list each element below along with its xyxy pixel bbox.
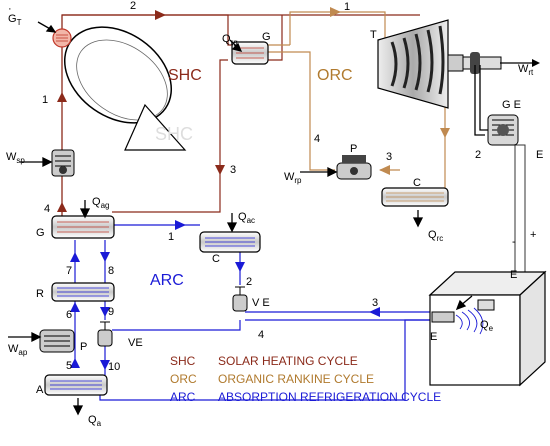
minus-label: - (512, 236, 516, 248)
wrt-arrow (500, 59, 540, 67)
orc-stream-2: 2 (475, 149, 481, 161)
qac-label: Qac (238, 211, 255, 225)
turbine (377, 19, 502, 109)
arc-condenser (199, 231, 261, 253)
e-right-label: E (536, 149, 543, 161)
orc-condenser (381, 187, 449, 207)
arc-stream-6: 6 (66, 309, 72, 321)
arc-stream-7: 7 (66, 265, 72, 277)
c-arc-label: C (212, 253, 220, 265)
arc-stream-10: 10 (108, 361, 120, 373)
arc-stream-8: 8 (108, 265, 114, 277)
qa-label: Qa (88, 414, 102, 428)
shc-stream-4: 4 (44, 203, 50, 215)
arc-generator (51, 215, 115, 239)
arc-stream-2: 2 (246, 276, 252, 288)
work-arrows (8, 156, 338, 343)
heat-arrows (72, 39, 473, 416)
arc-stream-9: 9 (108, 306, 114, 318)
arc-valve-left (97, 321, 113, 347)
gt-dot: · (8, 3, 12, 15)
legend-arc-abbr: ARC (170, 390, 196, 404)
arc-label: ARC (150, 272, 184, 289)
c-orc-label: C (413, 177, 421, 189)
g-top-label: G (262, 31, 271, 43)
p-arc-label: P (80, 341, 87, 353)
gt-label: GT (8, 13, 22, 27)
legend-shc-abbr: SHC (170, 354, 196, 368)
arc-flow-arrows (70, 220, 380, 370)
a-label: A (36, 384, 44, 396)
shc-label: SHC (168, 67, 202, 84)
sun-icon (52, 28, 72, 48)
legend-shc-name: SOLAR HEATING CYCLE (218, 354, 358, 368)
qe-label: Qe (480, 319, 494, 333)
shc-stream-2: 2 (130, 0, 136, 12)
e-box-label: E (430, 331, 437, 343)
generator (474, 65, 519, 146)
shc-pump (51, 149, 75, 177)
arc-stream-4: 4 (258, 329, 264, 341)
orc-stream-3: 3 (386, 151, 392, 163)
legend-arc-name: ABSORPTION REFRIGERATION CYCLE (218, 390, 441, 404)
wrt-label: Wrt (518, 63, 534, 77)
arc-stream-3: 3 (372, 297, 378, 309)
arc-valve-mid (232, 286, 248, 312)
legend-orc-name: ORGANIC RANKINE CYCLE (218, 372, 374, 386)
collector-shadow-text: SHC (155, 124, 193, 144)
r-label: R (36, 288, 44, 300)
legend: SHC SOLAR HEATING CYCLE ORC ORGANIC RANK… (170, 354, 441, 404)
arc-pump (39, 329, 75, 353)
ge-label: G E (502, 99, 521, 111)
radiation-arrow-icon (37, 21, 57, 33)
shc-stream-3: 3 (230, 164, 236, 176)
wsp-label: Wsp (6, 151, 25, 165)
ve-left-label: VE (128, 337, 143, 349)
legend-orc-abbr: ORC (170, 372, 197, 386)
orc-pump (336, 155, 372, 180)
qrc-label: Qrc (428, 229, 443, 243)
p-orc-label: P (350, 143, 357, 155)
cold-room (428, 270, 547, 387)
orc-stream-1: 1 (344, 1, 350, 13)
wrp-label: Wrp (284, 171, 302, 185)
arc-absorber (44, 374, 108, 396)
plus-label: + (530, 229, 536, 241)
orc-flow-arrows (330, 7, 450, 175)
qrg-label: Qrg (222, 33, 238, 47)
arc-stream-5: 5 (66, 360, 72, 372)
shc-flow-arrows (57, 10, 225, 212)
e-dot-label: E (510, 269, 517, 281)
turbine-label: T (370, 29, 377, 41)
heat-exchanger-g-top (231, 41, 269, 65)
wap-label: Wap (8, 343, 28, 357)
arc-recuperator (51, 282, 115, 302)
solar-collector: SHC (63, 26, 193, 151)
orc-label: ORC (317, 67, 353, 84)
ve-mid-label: V E (252, 297, 270, 309)
qag-label: Qag (92, 196, 109, 210)
g-left-label: G (36, 227, 45, 239)
orc-stream-4: 4 (314, 133, 320, 145)
arc-stream-1: 1 (168, 231, 174, 243)
shc-stream-1: 1 (42, 94, 48, 106)
shc-piping-2 (62, 14, 283, 213)
